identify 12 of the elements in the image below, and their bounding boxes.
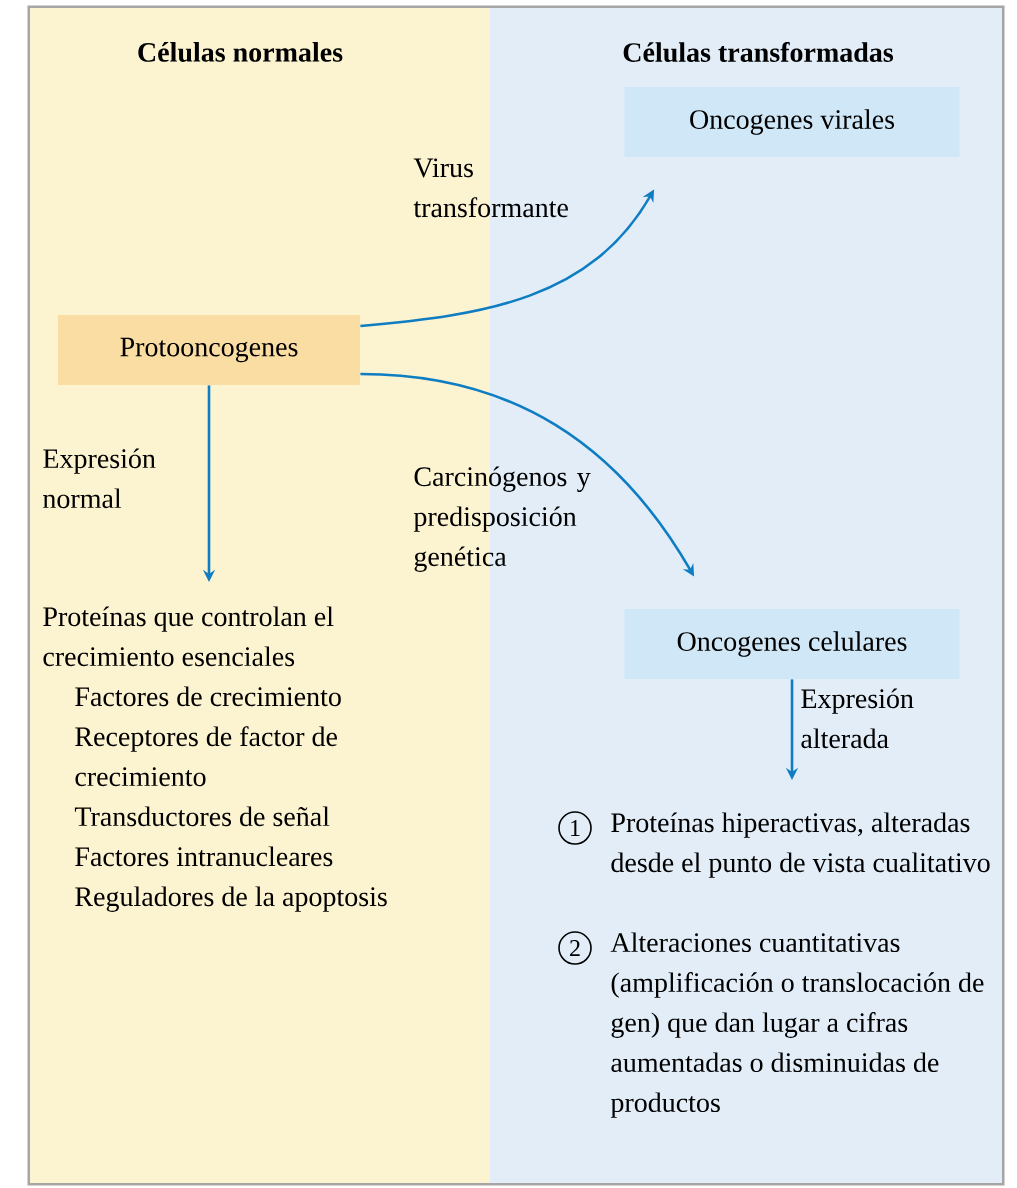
edge-label: Expresión alterada: [801, 688, 914, 749]
protein-list: Proteínas que controlan el crecimiento esenciales Factores de crecimiento Receptores de factor de crecimiento Transductores de señal Factores intranucleares Reguladores de la apoptosis: [43, 606, 387, 912]
list-item: Alteraciones cuantitativas (amplificación o translocación de gen) que dan lugar a cifras aumentadas o disminuidas de productos: [610, 932, 984, 1118]
gene-box: Oncogenes celulares: [624, 609, 960, 679]
edge-label: Virus transformante: [413, 158, 568, 218]
edge-label: Carcinógenos y predisposición genética: [413, 466, 591, 572]
gene-box: Oncogenes virales: [624, 87, 960, 157]
gene-box: Protooncogenes: [58, 315, 360, 385]
callout-number: 1: [558, 811, 592, 845]
callout-number: 2: [558, 931, 592, 965]
edge-label: Expresión normal: [43, 448, 156, 509]
list-item: Proteínas hiperactivas, alteradas desde el punto de vista cualitativo: [611, 812, 990, 878]
